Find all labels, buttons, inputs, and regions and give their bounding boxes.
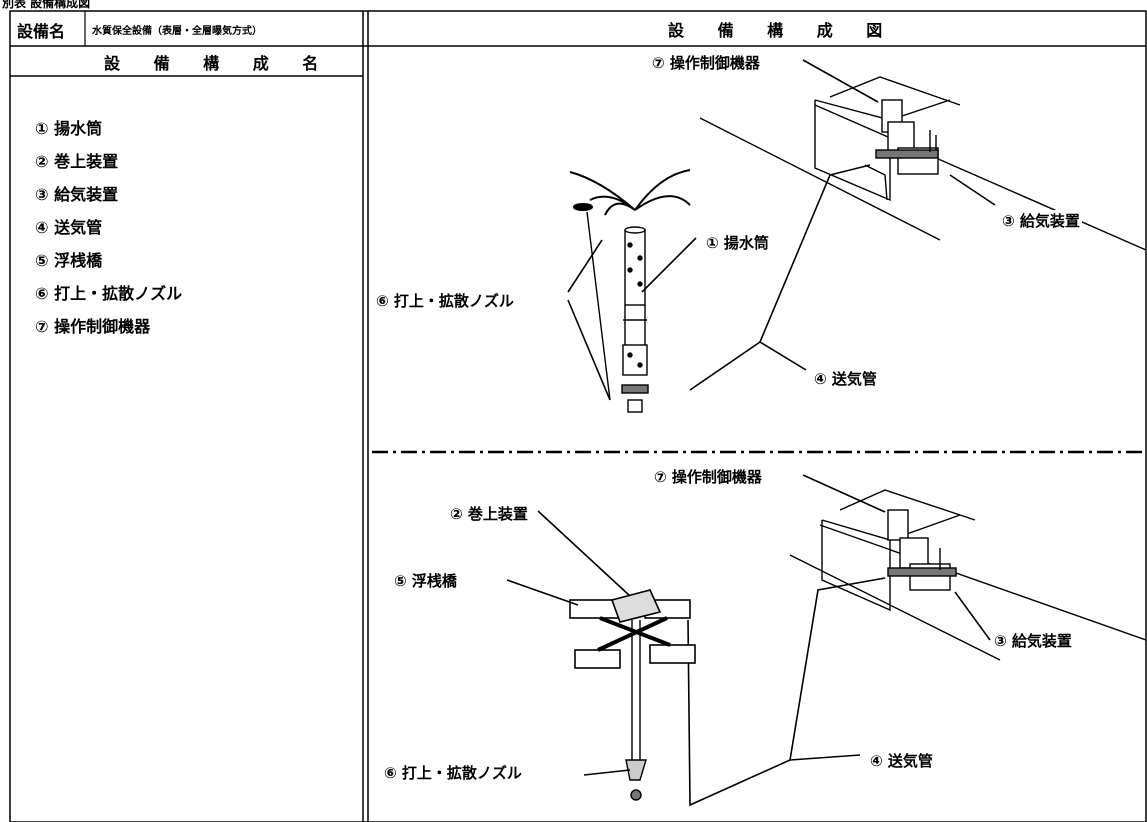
list-item: ⑤ 浮桟橋 <box>35 251 103 270</box>
label-winch-lower: ② 巻上装置 <box>448 503 530 524</box>
label-pontoon-lower: ⑤ 浮桟橋 <box>392 570 459 591</box>
component-list: ① 揚水筒 ② 巻上装置 ③ 給気装置 ④ 送気管 ⑤ 浮桟橋 ⑥ 打上・拡散ノ… <box>35 112 182 343</box>
label-air-supply-upper: ③ 給気装置 <box>1000 210 1082 231</box>
control-cabinet-upper <box>875 99 939 175</box>
list-item: ⑦ 操作制御機器 <box>35 317 151 336</box>
label-upwelling-tube-upper: ① 揚水筒 <box>704 232 771 253</box>
air-pipe-upper <box>689 164 871 391</box>
upwelling-tube-upper <box>621 226 649 413</box>
diagram-title: 設 備 構 成 図 <box>668 21 897 40</box>
list-item: ① 揚水筒 <box>35 119 103 138</box>
equipment-name-label: 設備名 <box>17 22 66 41</box>
label-air-pipe-upper: ④ 送気管 <box>812 368 879 389</box>
label-nozzle-lower: ⑥ 打上・拡散ノズル <box>382 762 524 783</box>
label-air-pipe-lower: ④ 送気管 <box>868 750 935 771</box>
list-item: ⑥ 打上・拡散ノズル <box>35 284 183 303</box>
list-item: ② 巻上装置 <box>35 152 119 171</box>
label-air-supply-lower: ③ 給気装置 <box>992 630 1074 651</box>
equipment-name-value: 水質保全設備（表層・全層曝気方式） <box>92 26 262 37</box>
label-control-equipment-lower: ⑦ 操作制御機器 <box>652 466 764 487</box>
spray-fountain-upper <box>569 169 691 216</box>
list-item: ④ 送気管 <box>35 218 103 237</box>
control-cabinet-lower <box>887 509 957 591</box>
shore-embankment-lower <box>789 489 1147 661</box>
label-nozzle-upper: ⑥ 打上・拡散ノズル <box>374 290 516 311</box>
air-pipe-lower <box>687 577 886 807</box>
label-control-equipment-upper: ⑦ 操作制御機器 <box>650 52 762 73</box>
top-caption: 別表 設備構成図 <box>2 0 91 10</box>
shore-embankment-upper <box>699 76 1147 251</box>
component-list-title: 設 備 構 成 名 <box>104 54 333 73</box>
list-item: ③ 給気装置 <box>35 185 119 204</box>
